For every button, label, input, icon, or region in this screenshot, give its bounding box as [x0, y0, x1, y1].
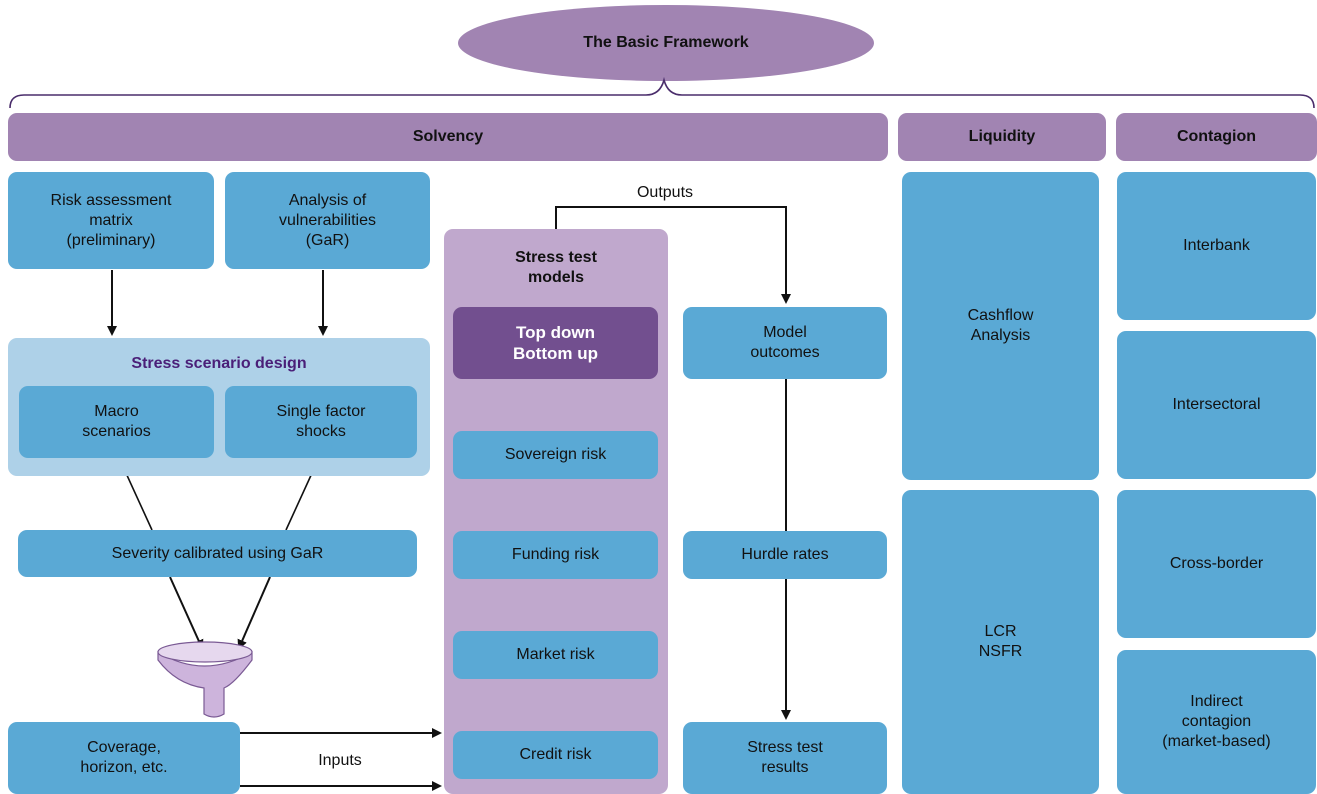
inputs-label: Inputs: [318, 752, 362, 769]
sovereign-risk-box: Sovereign risk: [453, 431, 658, 479]
vulnerabilities-box: Analysis of vulnerabilities (GaR): [225, 172, 430, 269]
scenario-design-title: Stress scenario design: [131, 355, 307, 372]
coverage-box: Coverage, horizon, etc.: [8, 722, 240, 794]
framework-brace: [9, 76, 1315, 109]
header-liquidity: Liquidity: [898, 113, 1106, 161]
outputs-label: Outputs: [636, 184, 694, 201]
stress-models-title: Stress test models: [515, 249, 597, 286]
credit-risk-box: Credit risk: [453, 731, 658, 779]
arrow-severity-to-funnel-right: [237, 576, 271, 650]
cross-border-box: Cross-border: [1117, 490, 1316, 638]
model-outcomes-box: Model outcomes: [683, 307, 887, 379]
lcr-nsfr-box: LCR NSFR: [902, 490, 1099, 794]
stress-test-results-box: Stress test results: [683, 722, 887, 794]
macro-scenarios-box: Macro scenarios: [19, 386, 214, 458]
funnel-icon: [157, 641, 253, 718]
severity-box: Severity calibrated using GaR: [18, 530, 417, 577]
cashflow-analysis-box: Cashflow Analysis: [902, 172, 1099, 480]
arrow-outputs: [555, 206, 791, 304]
intersectoral-box: Intersectoral: [1117, 331, 1316, 479]
interbank-box: Interbank: [1117, 172, 1316, 320]
arrow-severity-to-funnel-left: [169, 576, 204, 650]
market-risk-box: Market risk: [453, 631, 658, 679]
header-contagion: Contagion: [1116, 113, 1317, 161]
risk-assessment-box: Risk assessment matrix (preliminary): [8, 172, 214, 269]
header-solvency: Solvency: [8, 113, 888, 161]
single-factor-box: Single factor shocks: [225, 386, 417, 458]
framework-title: The Basic Framework: [458, 5, 874, 81]
indirect-contagion-box: Indirect contagion (market-based): [1117, 650, 1316, 794]
funding-risk-box: Funding risk: [453, 531, 658, 579]
approach-box: Top down Bottom up: [453, 307, 658, 379]
hurdle-rates-box: Hurdle rates: [683, 531, 887, 579]
